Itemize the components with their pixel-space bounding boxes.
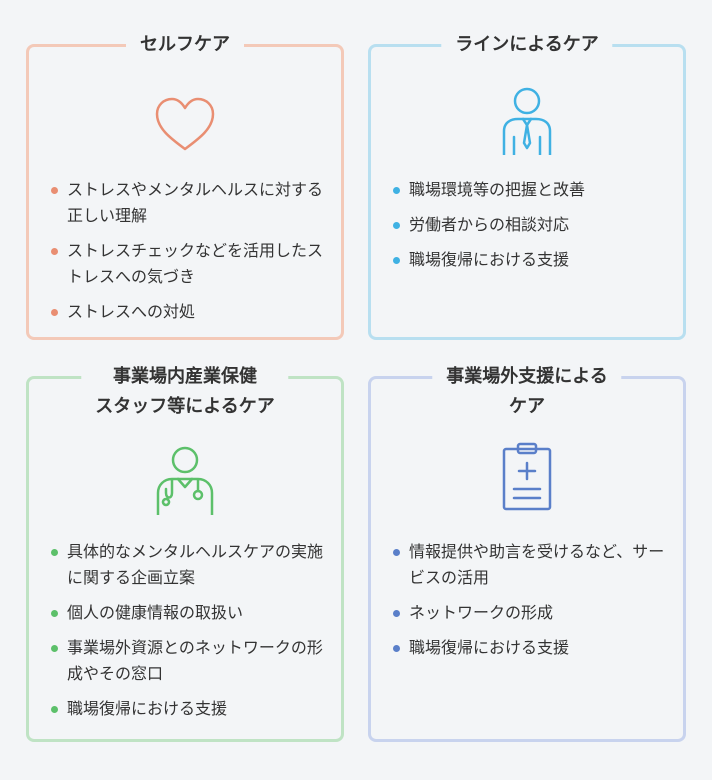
bullet-dot: [51, 309, 58, 316]
card-external-support: 事業場外支援による ケア 情報提供や助言を受けるなど、サービスの活用 ネットワー…: [368, 362, 686, 742]
businessperson-icon: [492, 85, 562, 155]
clipboard-medical-icon: [492, 441, 562, 511]
card-title: ラインによるケア: [441, 30, 613, 60]
bullet-dot: [393, 610, 400, 617]
bullet-dot: [51, 248, 58, 255]
bullet-dot: [393, 257, 400, 264]
card-occupational-health-staff: 事業場内産業保健 スタッフ等によるケア 具体的なメンタルヘルスケアの実施に関する…: [26, 362, 344, 742]
list-item: ストレスやメンタルヘルスに対する正しい理解: [49, 177, 323, 229]
bullet-dot: [393, 222, 400, 229]
card-title: 事業場内産業保健 スタッフ等によるケア: [81, 362, 289, 422]
bullet-list: 職場環境等の把握と改善 労働者からの相談対応 職場復帰における支援: [391, 177, 665, 282]
bullet-dot: [51, 187, 58, 194]
list-item: ストレスへの対処: [49, 299, 323, 325]
bullet-dot: [51, 706, 58, 713]
bullet-list: 情報提供や助言を受けるなど、サービスの活用 ネットワークの形成 職場復帰における…: [391, 539, 665, 670]
card-line-care: ラインによるケア 職場環境等の把握と改善 労働者からの相談対応 職場復帰における…: [368, 30, 686, 340]
bullet-dot: [51, 610, 58, 617]
card-self-care: セルフケア ストレスやメンタルヘルスに対する正しい理解 ストレスチェックなどを活…: [26, 30, 344, 340]
bullet-dot: [51, 549, 58, 556]
card-title: 事業場外支援による ケア: [432, 362, 622, 422]
bullet-list: 具体的なメンタルヘルスケアの実施に関する企画立案 個人の健康情報の取扱い 事業場…: [49, 539, 323, 731]
list-item: 職場復帰における支援: [391, 635, 665, 661]
heart-icon: [150, 91, 220, 161]
list-item: 個人の健康情報の取扱い: [49, 600, 323, 626]
list-item: 職場復帰における支援: [49, 696, 323, 722]
doctor-icon: [150, 445, 220, 515]
list-item: ストレスチェックなどを活用したストレスへの気づき: [49, 238, 323, 290]
list-item: 具体的なメンタルヘルスケアの実施に関する企画立案: [49, 539, 323, 591]
bullet-dot: [393, 549, 400, 556]
list-item: 職場復帰における支援: [391, 247, 665, 273]
card-title: セルフケア: [126, 30, 244, 60]
list-item: 職場環境等の把握と改善: [391, 177, 665, 203]
list-item: 事業場外資源とのネットワークの形成やその窓口: [49, 635, 323, 687]
bullet-list: ストレスやメンタルヘルスに対する正しい理解 ストレスチェックなどを活用したストレ…: [49, 177, 323, 334]
bullet-dot: [51, 645, 58, 652]
list-item: 労働者からの相談対応: [391, 212, 665, 238]
list-item: ネットワークの形成: [391, 600, 665, 626]
bullet-dot: [393, 187, 400, 194]
bullet-dot: [393, 645, 400, 652]
list-item: 情報提供や助言を受けるなど、サービスの活用: [391, 539, 665, 591]
